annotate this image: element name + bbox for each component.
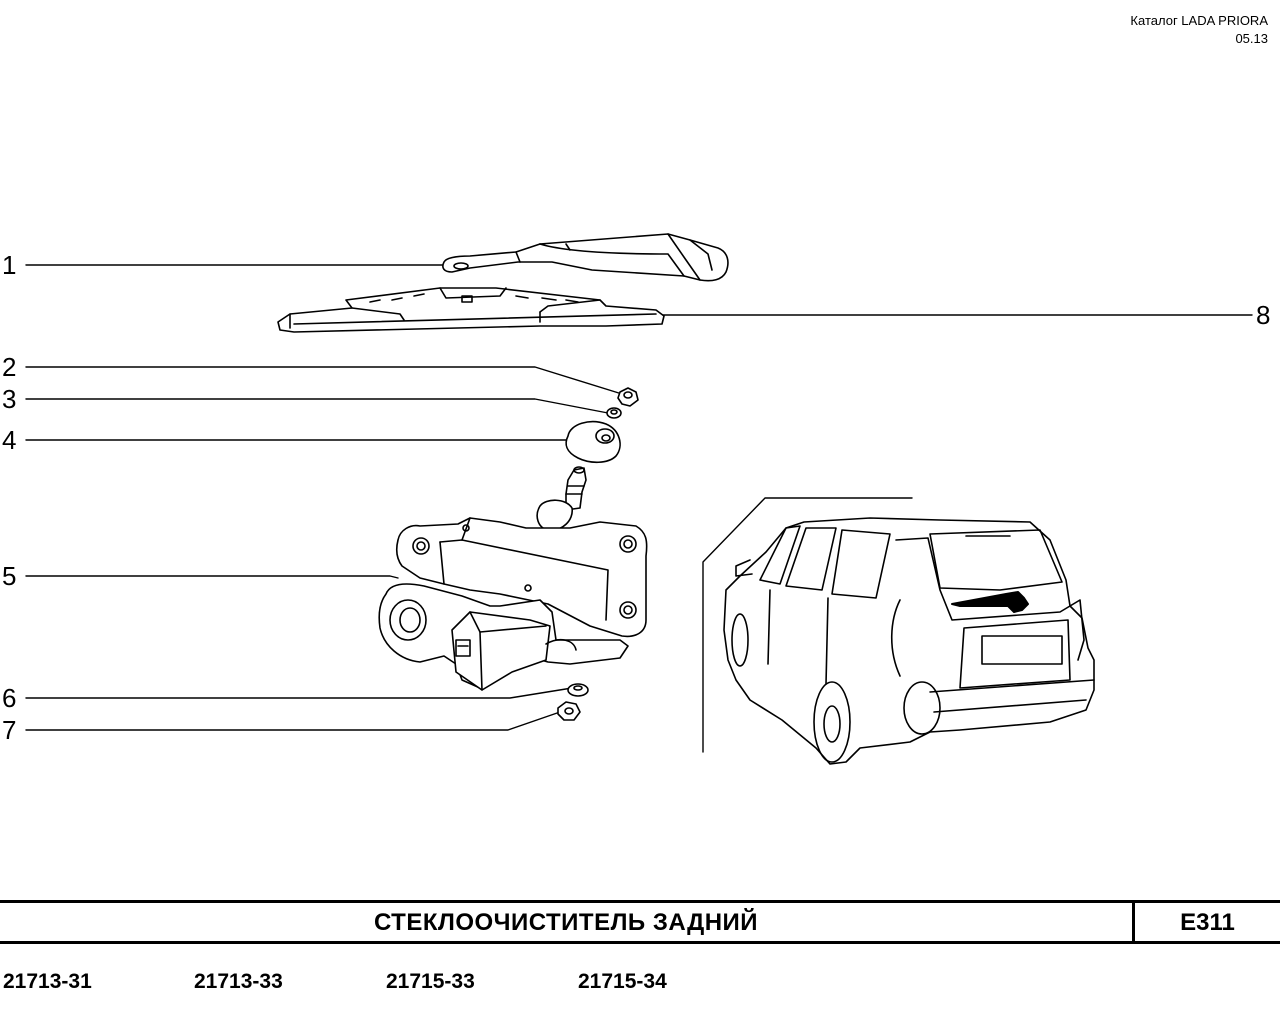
catalog-header: Каталог LADA PRIORA 05.13: [1130, 12, 1268, 48]
washer-3: [606, 407, 622, 419]
catalog-date: 05.13: [1235, 31, 1268, 46]
page-code: E311: [1180, 909, 1235, 936]
title-bar: СТЕКЛООЧИСТИТЕЛЬ ЗАДНИЙ E311: [0, 900, 1280, 944]
nut-7: [557, 701, 581, 721]
callout-4: 4: [2, 425, 17, 455]
cap-4: [565, 420, 621, 464]
callout-6: 6: [2, 683, 17, 713]
nut-2: [617, 387, 639, 407]
callout-5: 5: [2, 561, 17, 591]
model-code: 21713-31: [3, 970, 92, 993]
title-divider: [1132, 903, 1135, 941]
washer-6: [567, 683, 589, 697]
wiper-blade: [277, 287, 665, 333]
model-code: 21715-34: [578, 970, 667, 993]
wiper-arm: [442, 233, 729, 282]
callout-3: 3: [2, 384, 17, 414]
model-code: 21713-33: [194, 970, 283, 993]
car-location-view: [702, 497, 1095, 765]
model-code: 21715-33: [386, 970, 475, 993]
leader-lines: [25, 264, 1253, 731]
callout-7: 7: [2, 715, 17, 745]
callout-1: 1: [2, 250, 17, 280]
parts-illustration: [25, 233, 1253, 765]
callout-2: 2: [2, 352, 17, 382]
page-title: СТЕКЛООЧИСТИТЕЛЬ ЗАДНИЙ: [373, 909, 759, 936]
catalog-name: Каталог LADA PRIORA: [1130, 13, 1268, 28]
motor-assembly: [378, 466, 648, 691]
callout-8: 8: [1256, 300, 1271, 330]
